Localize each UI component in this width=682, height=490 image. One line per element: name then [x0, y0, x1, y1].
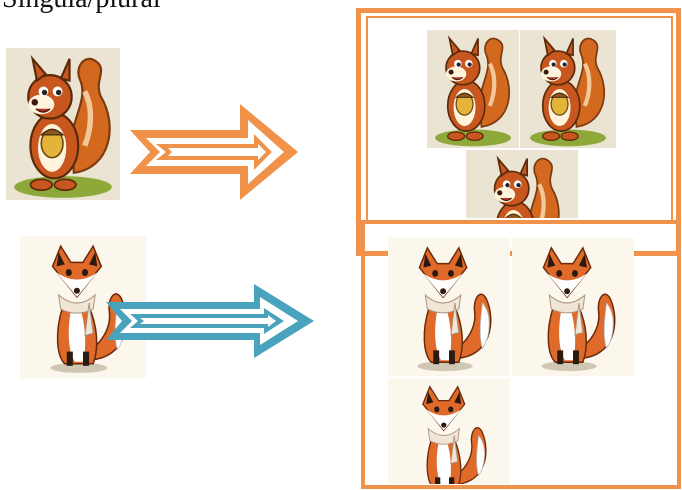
plural-squirrel-image-2 — [520, 30, 616, 148]
plural-squirrel-image-3 — [466, 150, 578, 218]
fox-icon — [512, 238, 634, 376]
fox-icon — [388, 378, 510, 484]
squirrel-icon — [520, 30, 616, 148]
plural-foxes-frame — [361, 220, 681, 489]
plural-squirrel-image-1 — [427, 30, 519, 148]
singular-squirrel-image — [6, 48, 120, 200]
fox-icon — [388, 238, 510, 376]
slide-title: Singula/plural — [2, 0, 161, 15]
squirrel-icon — [6, 48, 120, 200]
squirrel-icon — [466, 150, 578, 218]
orange-arrow-icon — [130, 104, 298, 200]
squirrel-icon — [427, 30, 519, 148]
plural-fox-image-3 — [388, 378, 510, 484]
plural-fox-image-2 — [512, 238, 634, 376]
blue-arrow-icon — [106, 284, 314, 358]
plural-fox-image-1 — [388, 238, 510, 376]
